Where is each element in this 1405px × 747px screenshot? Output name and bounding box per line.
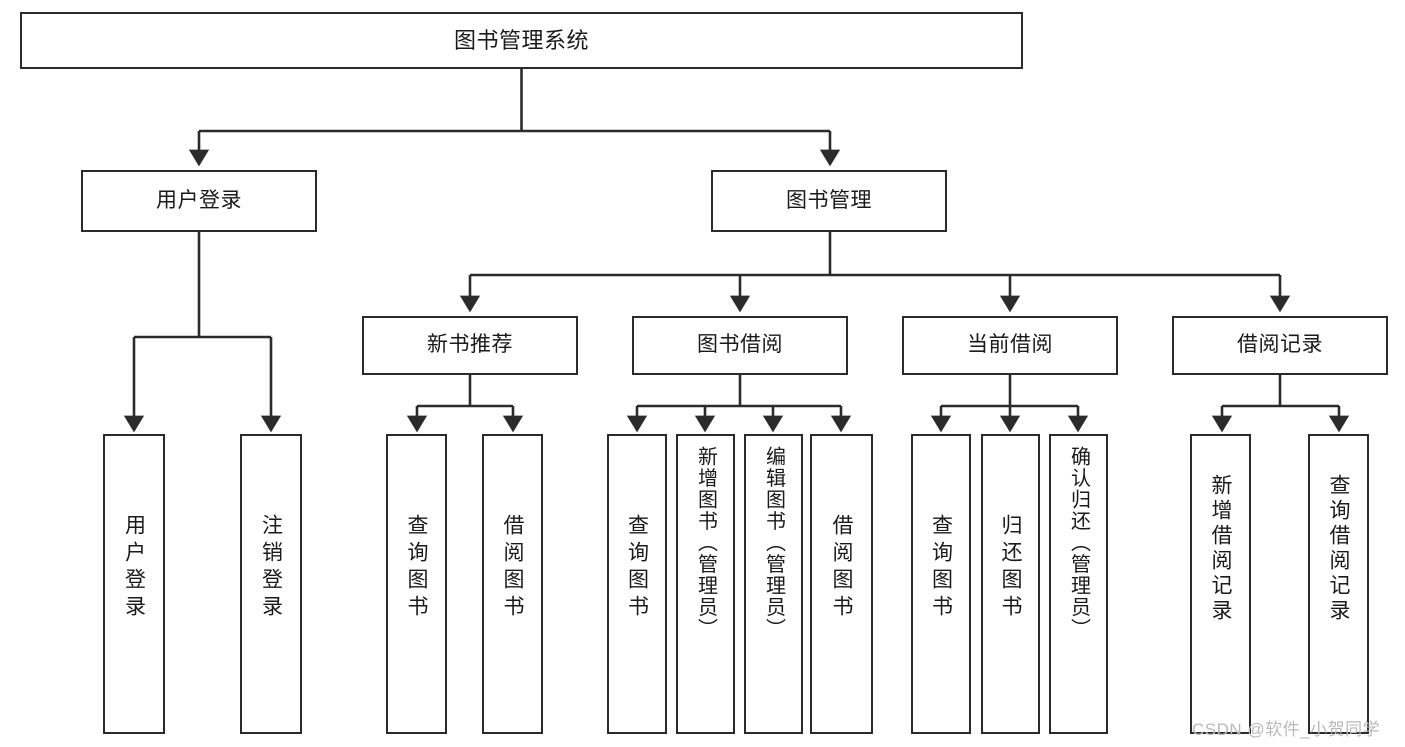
node-label: 归还图书: [999, 514, 1022, 622]
leaf-borrow-borrow-book[interactable]: 借阅图书: [810, 434, 873, 734]
node-label: 新增借阅记录: [1209, 474, 1232, 624]
leaf-new-book-query[interactable]: 查询图书: [386, 434, 447, 734]
node-borrow-record[interactable]: 借阅记录: [1172, 316, 1388, 375]
node-user-login[interactable]: 用户登录: [81, 170, 317, 232]
leaf-user-logout[interactable]: 注销登录: [240, 434, 302, 734]
leaf-record-query[interactable]: 查询借阅记录: [1308, 434, 1369, 734]
leaf-new-book-borrow[interactable]: 借阅图书: [482, 434, 543, 734]
node-label: 用户登录: [122, 514, 146, 622]
node-label: 当前借阅: [967, 333, 1053, 357]
node-label: 查询图书: [625, 514, 649, 622]
leaf-current-confirm-return[interactable]: 确认归还（管理员）: [1049, 434, 1108, 734]
node-label: 查询借阅记录: [1327, 474, 1350, 624]
node-book-management[interactable]: 图书管理: [711, 170, 947, 232]
node-label: 借阅图书: [830, 514, 853, 622]
node-label: 查询图书: [929, 514, 953, 622]
node-label: 编辑图书（管理员）: [762, 446, 785, 640]
leaf-user-login[interactable]: 用户登录: [103, 434, 165, 734]
node-label: 借阅图书: [501, 514, 524, 622]
node-label: 借阅记录: [1237, 333, 1323, 357]
leaf-borrow-edit-book[interactable]: 编辑图书（管理员）: [744, 434, 803, 734]
node-label: 图书借阅: [697, 333, 783, 357]
leaf-borrow-query-book[interactable]: 查询图书: [607, 434, 667, 734]
watermark-text: CSDN @软件_小贺同学: [1192, 720, 1381, 739]
leaf-borrow-add-book[interactable]: 新增图书（管理员）: [676, 434, 735, 734]
leaf-current-return-book[interactable]: 归还图书: [981, 434, 1040, 734]
leaf-record-add[interactable]: 新增借阅记录: [1190, 434, 1251, 734]
node-book-borrow[interactable]: 图书借阅: [632, 316, 848, 375]
node-label: 查询图书: [405, 514, 428, 622]
node-label: 图书管理: [786, 188, 872, 212]
leaf-current-query-book[interactable]: 查询图书: [911, 434, 971, 734]
node-label: 用户登录: [156, 188, 242, 212]
node-label: 新书推荐: [427, 333, 513, 357]
node-root-system[interactable]: 图书管理系统: [20, 12, 1023, 69]
node-new-book-recommend[interactable]: 新书推荐: [362, 316, 578, 375]
node-current-borrow[interactable]: 当前借阅: [902, 316, 1118, 375]
node-label: 确认归还（管理员）: [1067, 446, 1090, 640]
node-label: 注销登录: [259, 514, 283, 622]
node-label: 图书管理系统: [453, 27, 589, 53]
node-label: 新增图书（管理员）: [694, 446, 717, 640]
